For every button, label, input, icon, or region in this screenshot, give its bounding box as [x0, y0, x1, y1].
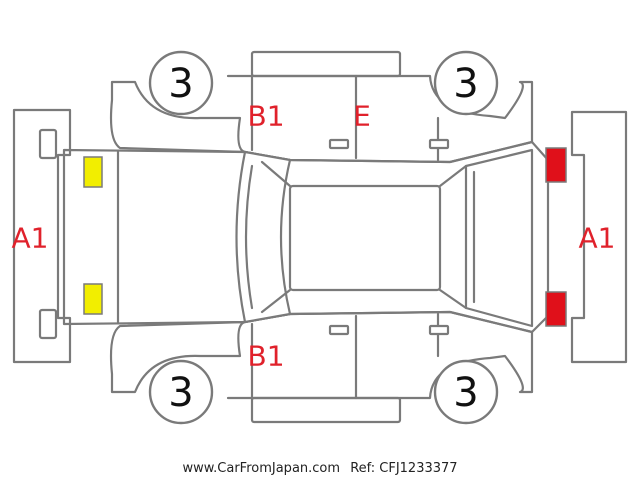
front-lamp-lower	[83, 283, 103, 315]
rear-lamp-lower	[545, 291, 567, 327]
code-front-bumper: A1	[12, 222, 49, 255]
top-view-body	[62, 140, 550, 334]
left-side-view	[109, 50, 534, 164]
right-side-view	[109, 310, 534, 424]
wheel-front-left: 3	[148, 50, 214, 116]
door-handle-front-left	[328, 138, 350, 150]
front-lamp-upper	[83, 156, 103, 188]
roof	[288, 184, 442, 292]
rear-window	[464, 148, 534, 328]
wheel-rear-right: 3	[433, 359, 499, 425]
code-top-door: E	[353, 100, 371, 133]
footer-watermark: www.CarFromJapan.com Ref: CFJ1233377	[182, 461, 457, 476]
wheel-front-left-grade: 3	[168, 61, 193, 107]
footer-site: www.CarFromJapan.com	[182, 461, 340, 476]
rear-bumper	[570, 110, 628, 364]
wheel-rear-right-grade: 3	[453, 370, 478, 416]
windshield	[235, 150, 292, 324]
roof-rail-top	[250, 50, 402, 78]
footer-ref: Ref: CFJ1233377	[350, 461, 457, 476]
door-handle-rear-left	[428, 138, 450, 150]
front-bumper	[12, 108, 72, 364]
roof-rail-bottom	[250, 396, 402, 424]
door-handle-rear-right	[428, 324, 450, 336]
code-rear-bumper: A1	[579, 222, 616, 255]
code-bottom-pillar: B1	[247, 340, 284, 373]
door-handle-front-right	[328, 324, 350, 336]
wheel-rear-left: 3	[433, 50, 499, 116]
wheel-front-right-grade: 3	[168, 370, 193, 416]
code-top-pillar: B1	[247, 100, 284, 133]
wheel-rear-left-grade: 3	[453, 61, 478, 107]
wheel-front-right: 3	[148, 359, 214, 425]
rear-lamp-upper	[545, 147, 567, 183]
